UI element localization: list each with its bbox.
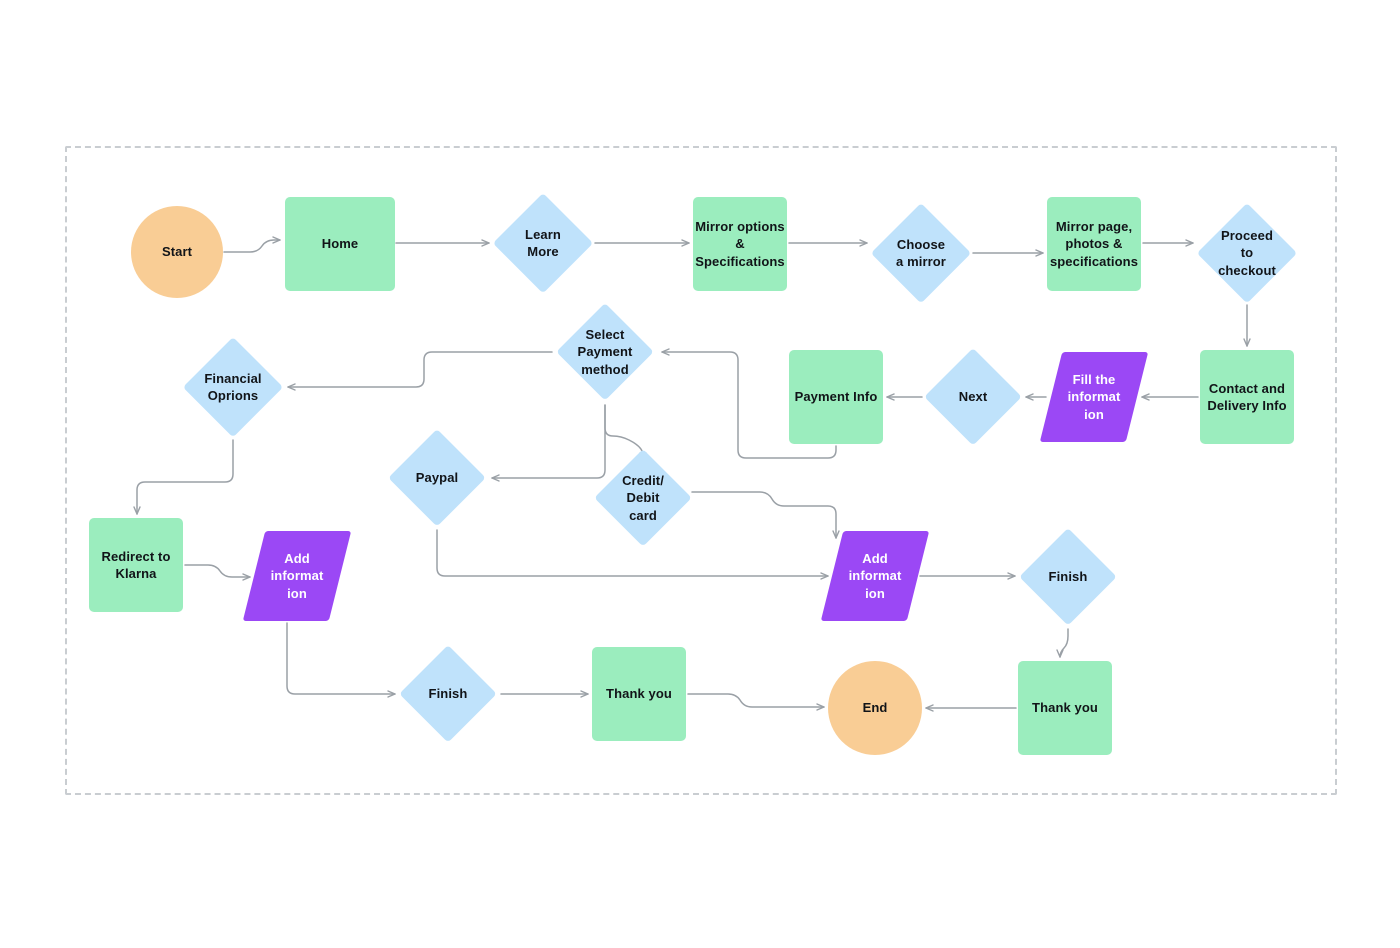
- node-home[interactable]: Home: [285, 197, 395, 291]
- node-label: Credit/ Debit card: [622, 473, 664, 523]
- node-finish-bottom[interactable]: Finish: [399, 645, 497, 743]
- node-contact-delivery-info[interactable]: Contact and Delivery Info: [1200, 350, 1294, 444]
- node-credit-debit-card[interactable]: Credit/ Debit card: [594, 449, 692, 547]
- node-start[interactable]: Start: [131, 206, 223, 298]
- node-thank-you-right[interactable]: Thank you: [1018, 661, 1112, 755]
- node-label: Contact and Delivery Info: [1207, 380, 1287, 413]
- node-add-information-right[interactable]: Add informat ion: [832, 531, 918, 621]
- node-label: Thank you: [606, 686, 672, 702]
- node-end[interactable]: End: [828, 661, 922, 755]
- node-label: Next: [958, 389, 988, 405]
- node-fill-the-information[interactable]: Fill the informat ion: [1051, 352, 1137, 442]
- node-learn-more[interactable]: Learn More: [493, 193, 593, 293]
- node-next[interactable]: Next: [924, 348, 1022, 446]
- node-label: End: [862, 700, 888, 716]
- node-mirror-page[interactable]: Mirror page, photos & specifications: [1047, 197, 1141, 291]
- node-add-information-left[interactable]: Add informat ion: [254, 531, 340, 621]
- node-label: Redirect to Klarna: [101, 548, 171, 581]
- node-label: Finish: [1048, 569, 1088, 585]
- node-label: Fill the informat ion: [1067, 372, 1121, 422]
- node-label: Mirror options & Specifications: [695, 219, 785, 269]
- node-label: Add informat ion: [270, 551, 324, 601]
- node-label: Start: [161, 244, 193, 260]
- node-label: Home: [321, 236, 359, 252]
- node-label: Proceed to checkout: [1218, 228, 1276, 278]
- node-label: Payment Info: [794, 389, 878, 405]
- node-thank-you-bottom[interactable]: Thank you: [592, 647, 686, 741]
- node-mirror-options[interactable]: Mirror options & Specifications: [693, 197, 787, 291]
- node-choose-a-mirror[interactable]: Choose a mirror: [871, 203, 971, 303]
- node-payment-info[interactable]: Payment Info: [789, 350, 883, 444]
- node-proceed-to-checkout[interactable]: Proceed to checkout: [1197, 203, 1297, 303]
- diagram-frame: [65, 146, 1337, 795]
- node-label: Finish: [428, 686, 468, 702]
- node-select-payment-method[interactable]: Select Payment method: [556, 303, 654, 401]
- node-finish-right[interactable]: Finish: [1019, 528, 1117, 626]
- node-label: Add informat ion: [848, 551, 902, 601]
- node-label: Thank you: [1032, 700, 1098, 716]
- node-redirect-to-klarna[interactable]: Redirect to Klarna: [89, 518, 183, 612]
- node-label: Learn More: [525, 226, 561, 259]
- node-financial-options[interactable]: Financial Oprions: [183, 337, 283, 437]
- node-label: Paypal: [415, 470, 459, 486]
- node-label: Select Payment method: [577, 327, 633, 377]
- node-label: Mirror page, photos & specifications: [1049, 219, 1139, 269]
- node-paypal[interactable]: Paypal: [388, 429, 486, 527]
- node-label: Financial Oprions: [204, 370, 262, 403]
- node-label: Choose a mirror: [896, 236, 946, 269]
